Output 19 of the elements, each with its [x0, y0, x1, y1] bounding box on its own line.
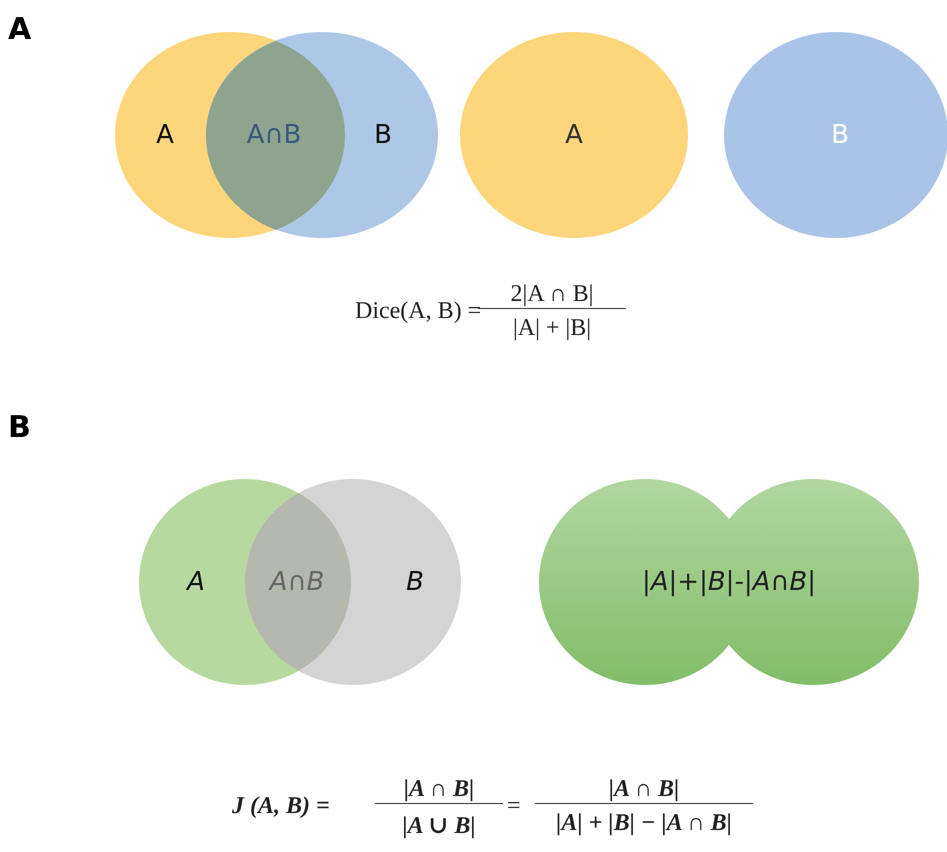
- formula-numerator: |A ∩ B|: [375, 776, 503, 804]
- set-label: A: [187, 567, 205, 597]
- formula-denominator: |A| + |B| − |A ∩ B|: [555, 810, 733, 837]
- formula-numerator: 2|A ∩ B|: [478, 281, 626, 309]
- set-label: B: [831, 120, 849, 150]
- formula-denominator: |A| + |B|: [512, 315, 592, 342]
- set-label: A: [156, 120, 174, 150]
- formula-numerator: |A ∩ B|: [535, 776, 753, 804]
- formula-text: J (A, B) =: [232, 793, 330, 820]
- set-label: |A|+|B|-|A∩B|: [642, 567, 816, 597]
- formula-text: =: [507, 793, 521, 820]
- panel-label: B: [8, 410, 31, 445]
- set-label: A∩B: [270, 566, 324, 597]
- set-label: A: [565, 120, 583, 150]
- panel-label: A: [8, 12, 32, 47]
- set-label: A∩B: [246, 120, 302, 150]
- set-label: B: [374, 120, 392, 150]
- formula-denominator: |A ∪ B|: [401, 812, 477, 840]
- set-label: B: [406, 567, 424, 597]
